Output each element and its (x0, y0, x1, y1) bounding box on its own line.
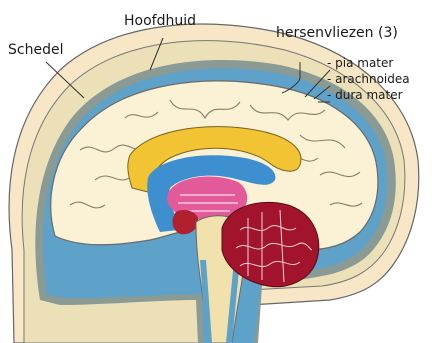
label-pia-mater: - pia mater (327, 57, 393, 69)
label-dura-mater: - dura mater (327, 89, 403, 101)
label-arachnoidea: - arachnoidea (327, 73, 410, 85)
label-skull: Schedel (8, 43, 63, 57)
label-scalp: Hoofdhuid (124, 14, 196, 28)
label-meninges: hersenvliezen (3) (276, 26, 398, 40)
